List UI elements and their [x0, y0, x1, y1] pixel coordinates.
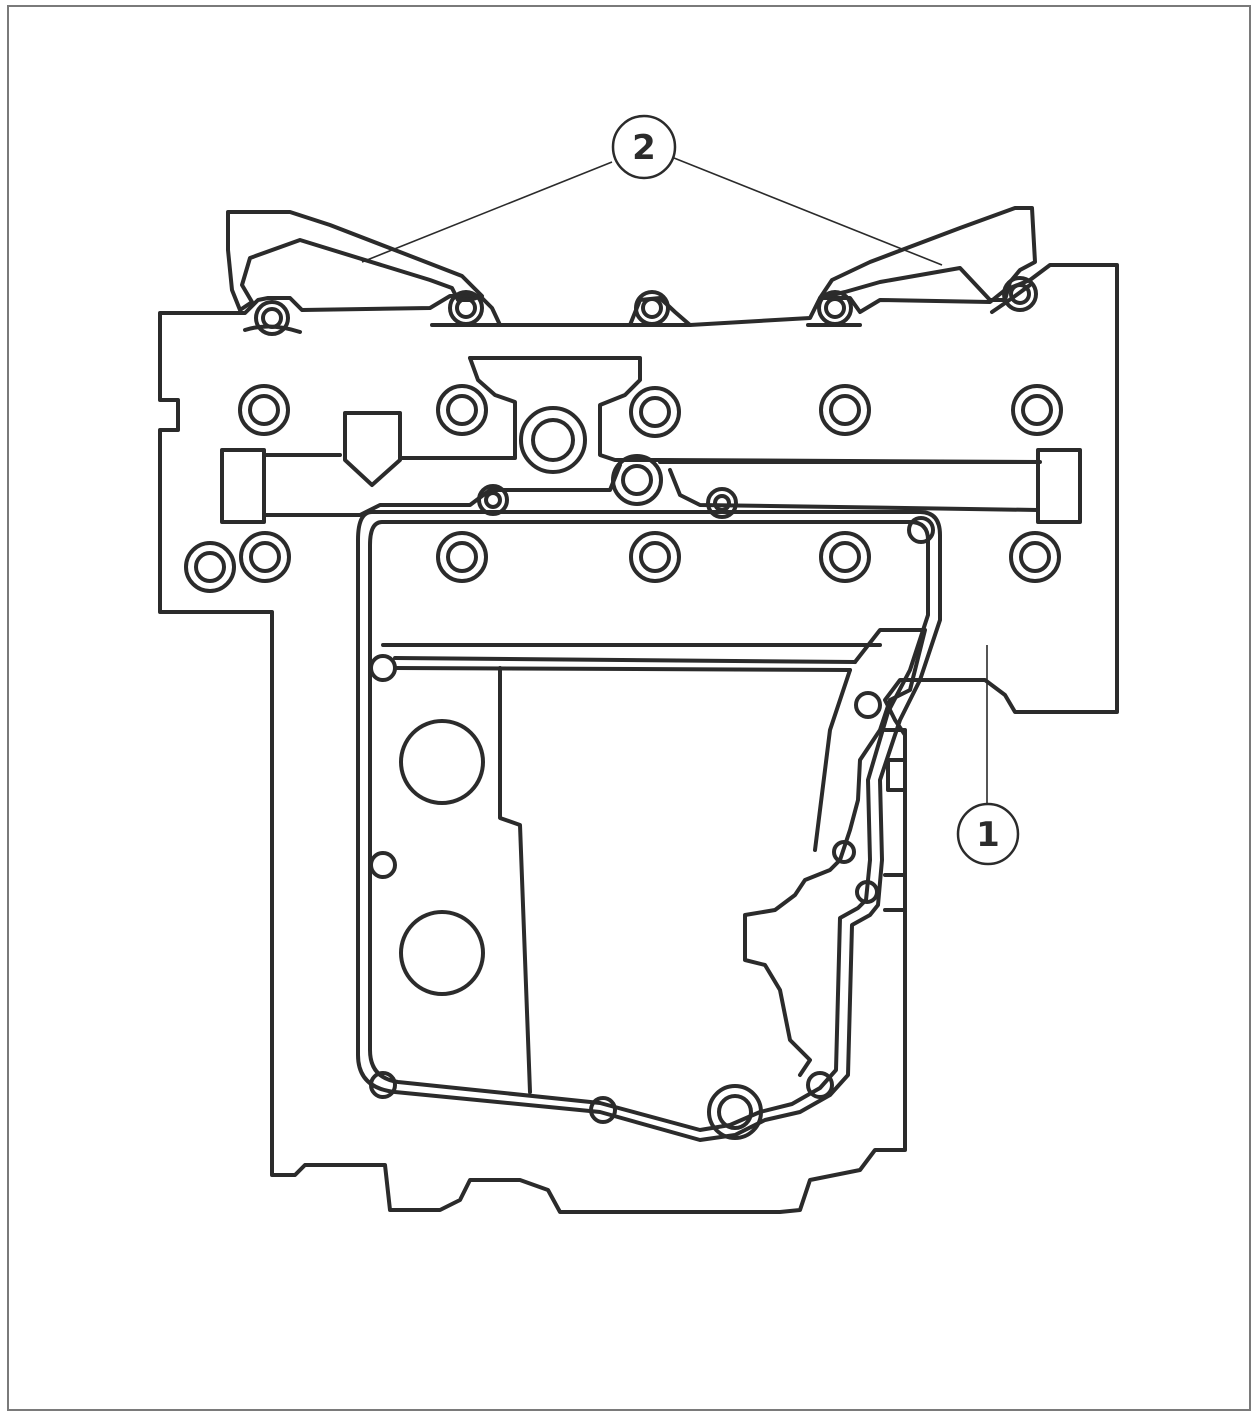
horizontal-partition: [393, 656, 857, 664]
lower-bolt-0: [184, 541, 236, 593]
center-raised-block: [468, 356, 1042, 464]
right-strainer-outline: [743, 628, 927, 1077]
gasket-outer: [356, 510, 942, 1142]
left-chamber-wall: [498, 666, 532, 1094]
rail-bottom-line-right: [668, 468, 1040, 512]
top-boss-4-hole: [824, 297, 846, 319]
upper-bolt-2: [436, 384, 488, 436]
figure-frame: [7, 5, 1251, 1411]
lower-bolt-4-hole: [829, 541, 861, 573]
lower-bolt-2: [436, 531, 488, 583]
top-boss-2: [448, 290, 484, 326]
upper-bolt-4: [819, 384, 871, 436]
callout-1: 1: [956, 802, 1020, 866]
upper-bolt-4-hole: [829, 394, 861, 426]
left-port-upper: [399, 719, 485, 805]
left-port-lower: [399, 910, 485, 996]
lower-bolt-5-hole: [1019, 541, 1051, 573]
upper-bolt-1: [238, 384, 290, 436]
horizontal-partition-2: [393, 666, 852, 672]
right-inner-wall: [813, 668, 852, 852]
gasket-hole-4: [369, 851, 397, 879]
gasket-hole-1: [907, 516, 935, 544]
gasket-inner: [368, 520, 930, 1132]
lower-bolt-3-hole: [639, 541, 671, 573]
gasket-hole-3: [854, 691, 882, 719]
lower-bolt-1-hole: [249, 541, 281, 573]
rail-boss-center-hole: [621, 464, 653, 496]
rail-left-cap: [220, 448, 266, 524]
callout-1-label: 1: [976, 815, 1000, 855]
front-arrow-marker: [343, 411, 402, 487]
top-boss-2-hole: [455, 297, 477, 319]
left-ear-bracket: [226, 210, 484, 312]
top-boss-3-hole: [641, 297, 663, 319]
upper-bolt-3-hole: [639, 396, 671, 428]
upper-bolt-3: [629, 386, 681, 438]
upper-bolt-5: [1011, 384, 1063, 436]
gasket-hole-6: [855, 880, 879, 904]
rail-bottom-line: [262, 463, 622, 517]
rail-boss-right-hole: [713, 494, 731, 512]
lower-bolt-1: [239, 531, 291, 583]
upper-bolt-5-hole: [1021, 394, 1053, 426]
rail-boss-center: [611, 454, 663, 506]
lower-bolt-0-hole: [194, 551, 226, 583]
right-ear-bracket: [818, 206, 1037, 302]
lower-bolt-3: [629, 531, 681, 583]
top-boss-5: [1002, 276, 1038, 312]
top-boss-1-hole: [261, 307, 283, 329]
center-large-bolt-hole: [531, 418, 575, 462]
gasket-hole-8: [589, 1096, 617, 1124]
leader-2-right: [673, 157, 943, 266]
top-boss-4: [817, 290, 853, 326]
lower-bolt-2-hole: [446, 541, 478, 573]
top-boss-3: [634, 290, 670, 326]
gasket-hole-2: [369, 654, 397, 682]
upper-bolt-2-hole: [446, 394, 478, 426]
center-block-left: [398, 356, 517, 460]
center-large-bolt: [519, 406, 587, 474]
gasket-hole-7: [369, 1071, 397, 1099]
gasket-large-hole: [707, 1084, 763, 1140]
callout-2: 2: [611, 114, 677, 180]
lower-bolt-5: [1009, 531, 1061, 583]
rail-boss-right: [706, 487, 738, 519]
gasket-large-hole-inner: [717, 1094, 753, 1130]
rail-right-cap: [1036, 448, 1082, 524]
lower-bolt-4: [819, 531, 871, 583]
gasket-hole-9: [806, 1071, 834, 1099]
top-boss-5-hole: [1009, 283, 1031, 305]
callout-2-label: 2: [632, 128, 656, 168]
right-edge-notch-2: [883, 873, 907, 912]
leader-2-left: [361, 161, 613, 263]
crankcase-outline: [158, 263, 1119, 1214]
rail-boss-left-hole: [484, 491, 502, 509]
right-edge-notch-1: [883, 728, 907, 842]
upper-bolt-1-hole: [248, 394, 280, 426]
top-boss-1: [254, 300, 290, 336]
